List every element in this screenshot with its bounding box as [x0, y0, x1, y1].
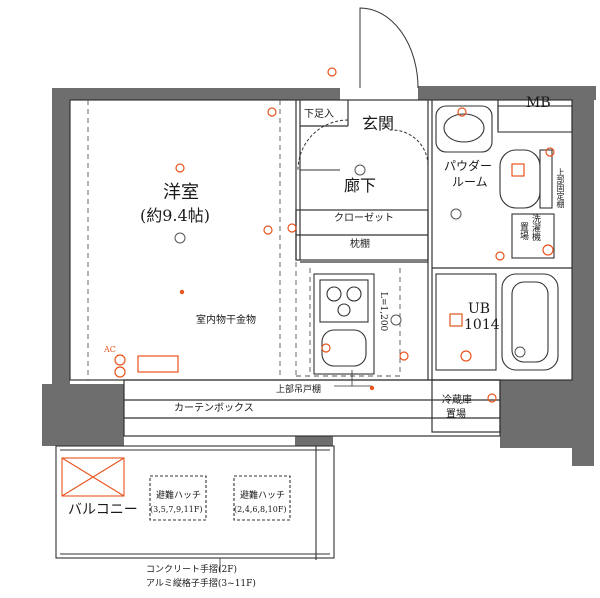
shoe-box-label: 下足入 — [304, 109, 334, 120]
outer-walls — [42, 86, 596, 466]
railing-aluminum-label: アルミ縦格子手摺(3~11F) — [146, 579, 256, 589]
powder-room-line2: ルーム — [452, 175, 488, 189]
unit-bath-line2: 1014 — [464, 317, 500, 333]
unit-bath-line1: UB — [468, 301, 491, 317]
hatch-right-line1: 避難ハッチ — [240, 491, 286, 501]
curtain-box-label: カーテンボックス — [174, 403, 254, 414]
fridge-line1: 冷蔵庫 — [442, 395, 472, 406]
entrance-label: 玄関 — [362, 114, 395, 133]
corridor-label: 廊下 — [344, 176, 377, 195]
balcony-label: バルコニー — [68, 502, 138, 518]
railing-concrete-label: コンクリート手摺(2F) — [146, 565, 237, 575]
kitchen-fixtures — [313, 273, 375, 375]
indoor-drying-label: 室内物干金物 — [196, 315, 256, 326]
door-arcs — [297, 7, 429, 171]
western-room-size: (約9.4帖) — [140, 206, 210, 225]
ceiling-cabinet-label: 上部吊戸棚 — [276, 385, 322, 395]
kitchen-length-label: L=1,200 — [378, 292, 388, 332]
powder-room-line1: パウダー — [444, 159, 493, 173]
mb-label: MB — [526, 95, 551, 111]
light-symbols — [174, 164, 526, 358]
dot-marks — [179, 289, 375, 391]
hatch-left-line2: (3,5,7,9,11F) — [150, 505, 203, 514]
shelf-label: 枕棚 — [350, 239, 370, 250]
washer-line2: 置場 — [518, 222, 528, 240]
ac-mark: AC — [104, 345, 116, 354]
fridge-line2: 置場 — [446, 409, 466, 420]
bath-fixtures — [435, 105, 573, 371]
wall-lines — [69, 99, 573, 437]
leader-lines — [219, 370, 372, 572]
upper-shelf-label: 上部固定棚 — [556, 168, 565, 208]
hatch-right-line2: (2,4,6,8,10F) — [234, 505, 287, 514]
closet-label: クローゼット — [334, 213, 394, 224]
hatch-left-line1: 避難ハッチ — [156, 491, 202, 501]
electrical-symbols — [114, 67, 555, 403]
western-room-name: 洋室 — [163, 182, 199, 203]
balcony-area — [55, 445, 335, 560]
washer-line1: 洗濯機 — [530, 214, 540, 241]
